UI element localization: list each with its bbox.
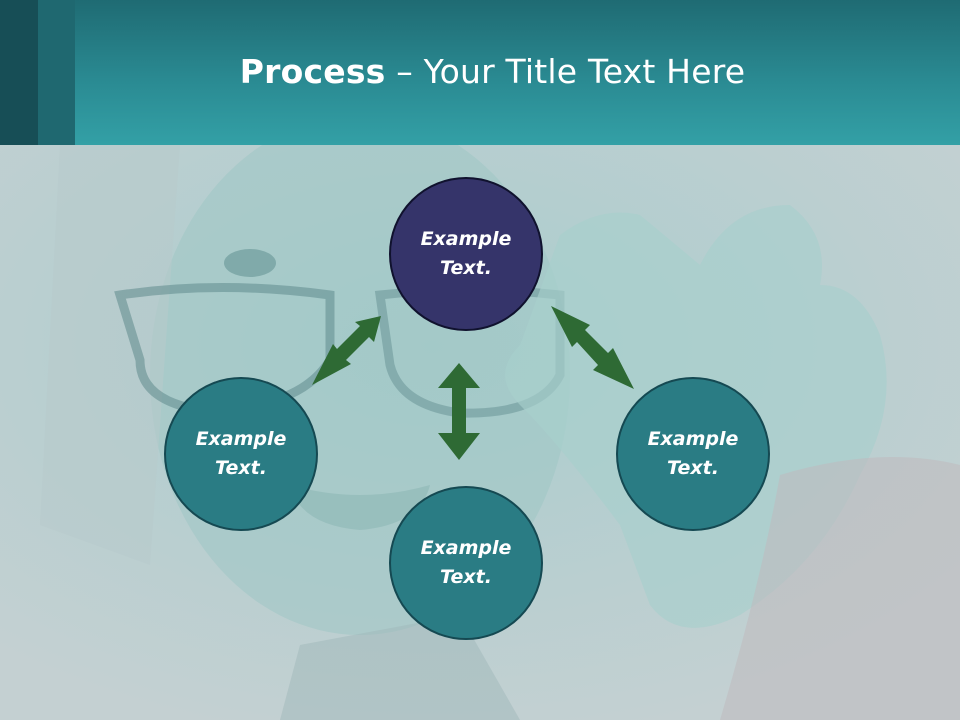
- node-label: Example Text.: [195, 428, 287, 479]
- node-label: Example Text.: [647, 428, 739, 479]
- process-node-left: Example Text.: [164, 377, 318, 531]
- slide-title-bold: Process: [239, 52, 386, 91]
- process-node-bottom: Example Text.: [389, 486, 543, 640]
- node-label: Example Text.: [420, 537, 512, 588]
- slide-title-rest: – Your Title Text Here: [385, 52, 746, 91]
- process-node-right: Example Text.: [616, 377, 770, 531]
- double-arrow-icon: [438, 363, 480, 460]
- slide-title: Process – Your Title Text Here: [0, 52, 960, 91]
- node-label: Example Text.: [420, 228, 512, 279]
- header-accent-strip: [38, 0, 75, 145]
- header-accent-strip: [0, 0, 38, 145]
- double-arrow-icon: [312, 316, 381, 385]
- title-bar: Process – Your Title Text Here: [0, 0, 960, 145]
- double-arrow-icon: [551, 306, 634, 389]
- process-node-top: Example Text.: [389, 177, 543, 331]
